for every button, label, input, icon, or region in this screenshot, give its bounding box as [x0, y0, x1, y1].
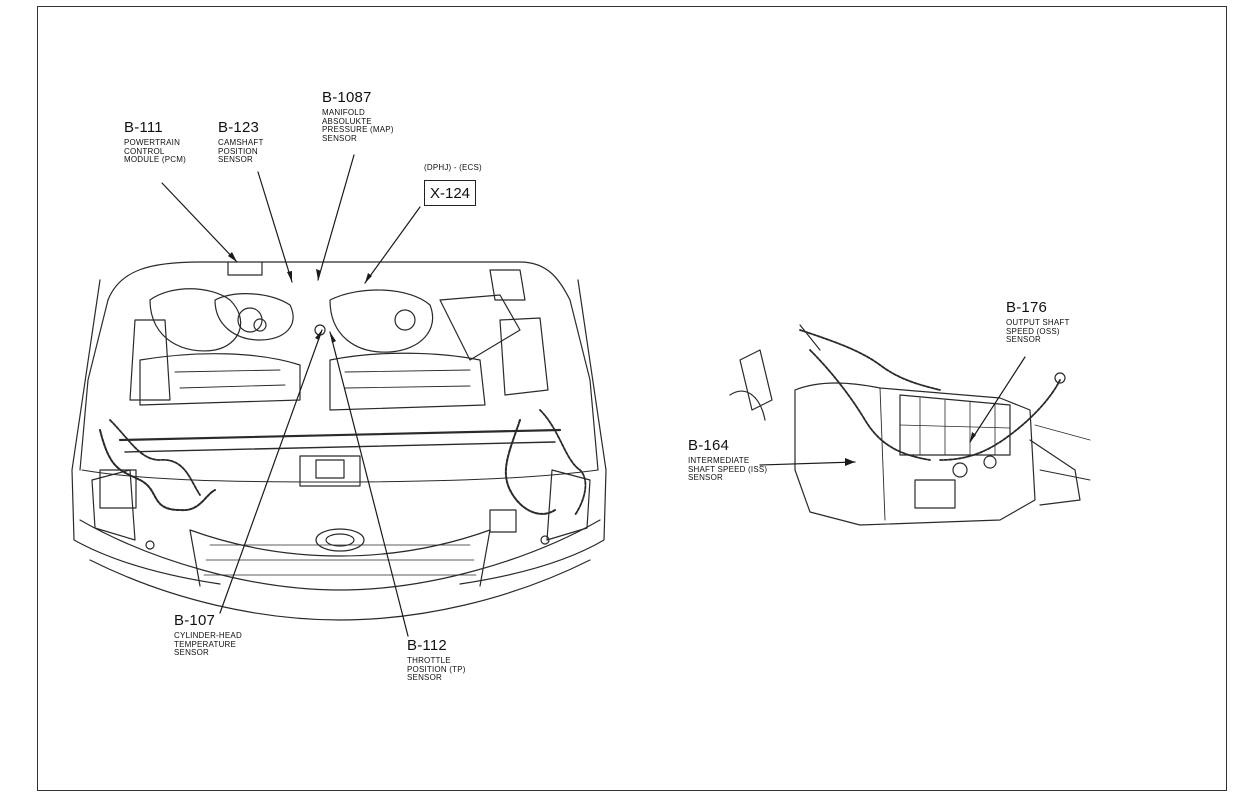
diagram-frame: [37, 6, 1227, 791]
callout-code: B-1087: [322, 89, 372, 106]
callout-cylinder-head-sensor: B-107 CYLINDER-HEAD TEMPERATURE SENSOR: [174, 613, 242, 658]
callout-description: CYLINDER-HEAD TEMPERATURE SENSOR: [174, 631, 242, 658]
callout-throttle-sensor: B-112 THROTTLE POSITION (TP) SENSOR: [407, 638, 466, 683]
connector-callout: (DPHJ) - (ECS): [424, 163, 482, 173]
callout-map-sensor: B-1087 MANIFOLD ABSOLUKTE PRESSURE (MAP)…: [322, 90, 394, 143]
connector-note: (DPHJ) - (ECS): [424, 163, 482, 172]
callout-iss-sensor: B-164 INTERMEDIATE SHAFT SPEED (ISS) SEN…: [688, 438, 767, 483]
callout-oss-sensor: B-176 OUTPUT SHAFT SPEED (OSS) SENSOR: [1006, 300, 1070, 345]
connector-x124-box: X-124: [424, 180, 477, 206]
callout-code: B-176: [1006, 299, 1048, 316]
connector-code: X-124: [430, 185, 471, 202]
leader-lines: [161, 154, 1026, 637]
callout-code: B-164: [688, 437, 730, 454]
callout-description: OUTPUT SHAFT SPEED (OSS) SENSOR: [1006, 318, 1070, 345]
callout-pcm: B-111 POWERTRAIN CONTROL MODULE (PCM): [124, 120, 186, 165]
callout-description: CAMSHAFT POSITION SENSOR: [218, 138, 264, 165]
leader-arrowheads: [228, 252, 976, 466]
callout-description: POWERTRAIN CONTROL MODULE (PCM): [124, 138, 186, 165]
vehicle-front-illustration: [71, 261, 607, 621]
callout-description: THROTTLE POSITION (TP) SENSOR: [407, 656, 466, 683]
callout-description: INTERMEDIATE SHAFT SPEED (ISS) SENSOR: [688, 456, 768, 483]
callout-code: B-123: [218, 119, 260, 136]
callout-code: B-112: [407, 637, 447, 654]
callout-description: MANIFOLD ABSOLUKTE PRESSURE (MAP) SENSOR: [322, 108, 394, 143]
callout-camshaft-sensor: B-123 CAMSHAFT POSITION SENSOR: [218, 120, 264, 165]
transmission-illustration: [729, 324, 1091, 526]
callout-code: B-107: [174, 612, 216, 629]
callout-code: B-111: [124, 119, 163, 136]
